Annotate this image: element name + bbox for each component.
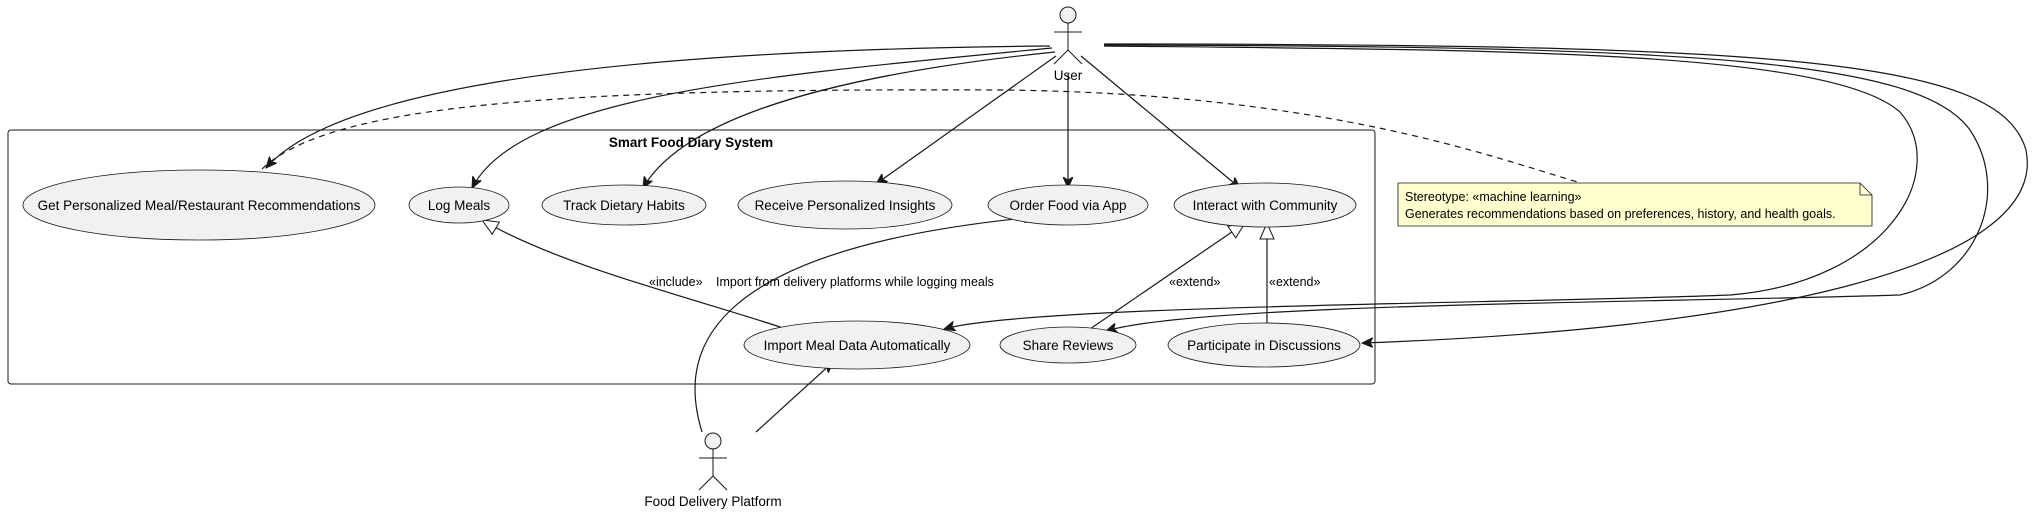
edge-user-insights bbox=[876, 55, 1057, 184]
edge-user-community bbox=[1080, 55, 1240, 188]
extend-label-reviews: «extend» bbox=[1169, 275, 1220, 289]
use-case-recommendations-label: Get Personalized Meal/Restaurant Recomme… bbox=[38, 198, 361, 213]
use-case-insights[interactable]: Receive Personalized Insights bbox=[737, 180, 953, 230]
use-case-share-reviews-label: Share Reviews bbox=[1023, 338, 1114, 353]
include-label: «include» bbox=[649, 275, 703, 289]
edge-user-discussions bbox=[1103, 43, 2028, 343]
use-case-share-reviews[interactable]: Share Reviews bbox=[999, 326, 1137, 364]
use-case-community-label: Interact with Community bbox=[1193, 198, 1338, 213]
extend-label-discussions: «extend» bbox=[1269, 275, 1320, 289]
actor-platform[interactable]: Food Delivery Platform bbox=[644, 432, 782, 509]
edge-extend-reviews bbox=[1089, 222, 1247, 330]
use-case-order-food[interactable]: Order Food via App bbox=[987, 184, 1149, 226]
use-case-discussions-label: Participate in Discussions bbox=[1187, 338, 1341, 353]
edge-user-track bbox=[643, 51, 1056, 188]
use-case-order-food-label: Order Food via App bbox=[1009, 198, 1126, 213]
use-case-import-data-label: Import Meal Data Automatically bbox=[764, 338, 951, 353]
actor-user-head bbox=[1059, 6, 1077, 24]
edge-user-import bbox=[944, 45, 1918, 329]
actor-platform-head bbox=[704, 432, 722, 450]
import-note-label: Import from delivery platforms while log… bbox=[716, 275, 994, 289]
use-case-discussions[interactable]: Participate in Discussions bbox=[1167, 322, 1361, 368]
edge-user-recommendations bbox=[266, 45, 1051, 168]
use-case-track-habits[interactable]: Track Dietary Habits bbox=[541, 184, 707, 226]
edge-include-generalization bbox=[480, 219, 784, 329]
note-line-1: Stereotype: «machine learning» bbox=[1405, 190, 1582, 204]
edge-platform-order bbox=[694, 217, 1035, 433]
use-case-community[interactable]: Interact with Community bbox=[1173, 182, 1357, 228]
actor-user[interactable]: User bbox=[1053, 6, 1083, 83]
use-case-recommendations[interactable]: Get Personalized Meal/Restaurant Recomme… bbox=[22, 169, 376, 241]
use-case-import-data[interactable]: Import Meal Data Automatically bbox=[743, 320, 971, 370]
use-case-log-meals[interactable]: Log Meals bbox=[408, 186, 510, 224]
edge-user-log bbox=[472, 47, 1053, 188]
edge-user-share bbox=[1103, 44, 1989, 331]
use-case-track-habits-label: Track Dietary Habits bbox=[563, 198, 685, 213]
edge-platform-import bbox=[755, 362, 833, 433]
note-line-2: Generates recommendations based on prefe… bbox=[1405, 207, 1836, 221]
note-link bbox=[261, 89, 1582, 184]
ml-note: Stereotype: «machine learning» Generates… bbox=[1397, 182, 1873, 227]
use-case-log-meals-label: Log Meals bbox=[428, 198, 491, 213]
actor-user-label: User bbox=[1054, 68, 1083, 83]
system-title: Smart Food Diary System bbox=[609, 135, 773, 150]
use-case-insights-label: Receive Personalized Insights bbox=[755, 198, 936, 213]
actor-platform-label: Food Delivery Platform bbox=[644, 494, 781, 509]
